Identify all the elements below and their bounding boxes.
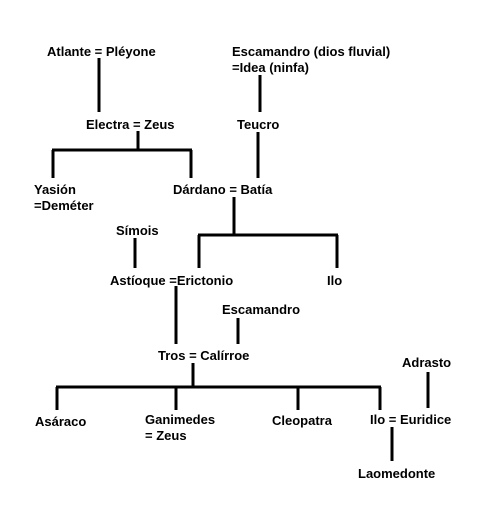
node-simois: Símois [116, 223, 159, 238]
node-yasion-line2: =Deméter [34, 198, 94, 213]
node-yasion: Yasión =Deméter [34, 182, 94, 214]
node-ilo-euridice: Ilo = Euridice [370, 412, 452, 427]
node-ilo-1: Ilo [327, 273, 343, 288]
node-ganimedes-line2: = Zeus [145, 428, 187, 443]
node-tros-calirroe: Tros = Calírroe [158, 348, 250, 363]
node-asaraco: Asáraco [35, 414, 87, 429]
node-yasion-line1: Yasión [34, 182, 76, 197]
node-ganimedes-zeus: Ganimedes = Zeus [145, 412, 215, 444]
node-astioque-erictonio: Astíoque =Erictonio [110, 273, 234, 288]
node-escamandro-idea-line1: Escamandro (dios fluvial) [232, 44, 391, 59]
node-dardano-batia: Dárdano = Batía [173, 182, 273, 197]
node-teucro: Teucro [237, 117, 280, 132]
node-atlante-pleyone: Atlante = Pléyone [47, 44, 156, 59]
node-adrasto: Adrasto [402, 355, 452, 370]
node-cleopatra: Cleopatra [272, 413, 332, 428]
node-escamandro: Escamandro [222, 302, 301, 317]
node-escamandro-idea-line2: =Idea (ninfa) [232, 60, 309, 75]
node-electra-zeus: Electra = Zeus [86, 117, 175, 132]
node-laomedonte: Laomedonte [358, 466, 436, 481]
node-ganimedes-line1: Ganimedes [145, 412, 216, 427]
node-escamandro-idea: Escamandro (dios fluvial) =Idea (ninfa) [232, 44, 390, 76]
